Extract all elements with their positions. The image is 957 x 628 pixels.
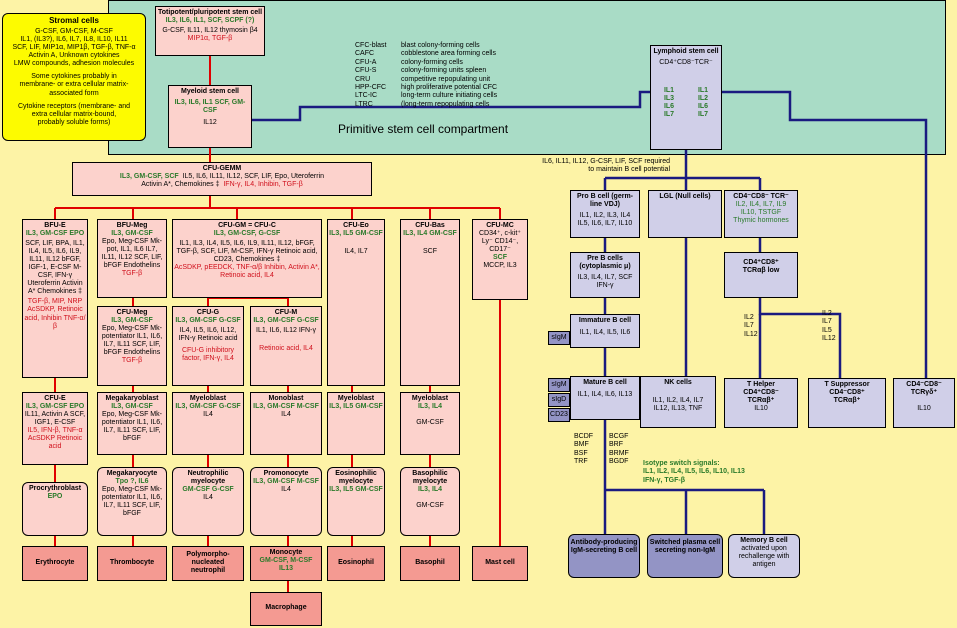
thymocyte-double-negative: CD4⁻CD8⁻ TCR⁻ IL2, IL4, IL7, IL9 IL10, T… [724, 190, 798, 238]
cfu-gemm: CFU-GEMM IL3, GM-CSF, SCF IL5, IL6, IL11… [72, 162, 372, 196]
immature-b-cell: Immature B cell IL1, IL4, IL5, IL6 [570, 314, 640, 348]
antibody-producing-b-cell: Antibody-producing IgM-secreting B cell [568, 534, 640, 578]
neutrophil: Polymorpho-nucleated neutrophil [172, 546, 244, 581]
cfu-g: CFU-G IL3, GM-CSF G-CSF IL4, IL5, IL6, I… [172, 306, 244, 386]
myeloid-stem-cell: Myeloid stem cell IL3, IL6, IL1 SCF, GM-… [168, 85, 252, 148]
tag-sigd: sIgD [548, 393, 570, 407]
bfu-meg: BFU-Meg IL3, GM-CSF Epo, Meg-CSF Mk-pot,… [97, 219, 167, 298]
t-helper-cell: T Helper CD4⁺CD8⁻ TCRαβ⁺ IL10 [724, 378, 798, 428]
eosinophil: Eosinophil [327, 546, 385, 581]
myeloblast-basophil: Myeloblast IL3, IL4 GM-CSF [400, 392, 460, 455]
thymocyte-double-positive: CD4⁺CD8⁺ TCRαβ low [724, 252, 798, 298]
neutrophilic-myelocyte: Neutrophilic myelocyte GM-CSF G-CSF IL4 [172, 467, 244, 536]
myeloid-lines [54, 56, 501, 592]
eosinophilic-myelocyte: Eosinophilic myelocyte IL3, IL5 GM-CSF [327, 467, 385, 536]
mature-b-cell: Mature B cell IL1, IL4, IL6, IL13 [570, 376, 640, 420]
megakaryoblast: Megakaryoblast IL3, GM-CSF Epo, Meg-CSF … [97, 392, 167, 455]
switched-plasma-cell: Switched plasma cell secreting non-IgM [647, 534, 723, 578]
pre-b-cell: Pre B cells (cytoplasmic μ) IL3, IL4, IL… [570, 252, 640, 298]
mast-cell: Mast cell [472, 546, 528, 581]
promonocyte: Promonocyte IL3, GM-CSF M-CSF IL4 [250, 467, 322, 536]
tag-cd23: CD23 [548, 408, 570, 422]
myeloblast-neutrophil: Myeloblast IL3, GM-CSF G-CSF IL4 [172, 392, 244, 455]
lymphoid-note: IL6, IL11, IL12, G-CSF, LIF, SCF require… [542, 158, 670, 174]
lgl-null-cells: LGL (Null cells) [648, 190, 722, 238]
cfu-mc: CFU-MC CD34⁺, c-kit⁺ Ly⁻ CD14⁻, CD17⁻ SC… [472, 219, 528, 300]
macrophage: Macrophage [250, 592, 322, 626]
megakaryocyte: Megakaryocyte Tpo ?, IL6 Epo, Meg-CSF Mk… [97, 467, 167, 536]
cfu-m: CFU-M IL3, GM-CSF G-CSF IL1, IL6, IL12 I… [250, 306, 322, 386]
lymphoid-lines [213, 90, 928, 534]
thrombocyte: Thrombocyte [97, 546, 167, 581]
basophilic-myelocyte: Basophilic myelocyte IL3, IL4 GM-CSF [400, 467, 460, 536]
stromal-cells-box: Stromal cells G-CSF, GM-CSF, M-CSF IL1, … [2, 13, 146, 141]
tag-sigm: sIgM [548, 378, 570, 392]
monocyte: Monocyte GM-CSF, M-CSF IL13 [250, 546, 322, 581]
cfu-e: CFU-E IL3, GM-CSF EPO IL11, Activin A SC… [22, 392, 88, 465]
stromal-title: Stromal cells [49, 16, 99, 25]
cfu-gm: CFU-GM = CFU-C IL3, GM-CSF, G-CSF IL1, I… [172, 219, 322, 298]
memory-b-cell: Memory B cell activated upon rechallenge… [728, 534, 800, 578]
erythrocyte: Erythrocyte [22, 546, 88, 581]
primitive-label: Primitive stem cell compartment [338, 122, 509, 136]
nk-cells: NK cells IL1, IL2, IL4, IL7 IL12, IL13, … [640, 376, 716, 428]
isotype-switch-signals: Isotype switch signals: IL1, IL2, IL4, I… [643, 460, 745, 484]
cfu-eo: CFU-Eo IL3, IL5 GM-CSF IL4, IL7 [327, 219, 385, 386]
proerythroblast: Procrythroblast EPO [22, 482, 88, 536]
pro-b-cell: Pro B cell (germ-line VDJ) IL1, IL2, IL3… [570, 190, 640, 238]
t-gamma-delta-cell: CD4⁻CD8⁻ TCRγδ⁺ IL10 [893, 378, 955, 428]
cfu-meg: CFU-Meg IL3, GM-CSF Epo, Meg-CSF Mk-pote… [97, 306, 167, 386]
pluripotent-stem-cell: Totipotent/pluripotent stem cell IL3, IL… [155, 6, 265, 56]
tag-sigm-immature: sIgM [548, 331, 570, 345]
monoblast: Monoblast IL3, GM-CSF M-CSF IL4 [250, 392, 322, 455]
myeloblast-eosinophil: Myeloblast IL3, IL5 GM-CSF [327, 392, 385, 455]
bfu-e: BFU-E IL3, GM-CSF EPO SCF, LIF, BPA, IL1… [22, 219, 88, 378]
basophil: Basophil [400, 546, 460, 581]
cfu-bas: CFU-Bas IL3, IL4 GM-CSF SCF [400, 219, 460, 386]
t-suppressor-cell: T Suppressor CD4⁻CD8⁺ TCRαβ⁺ [808, 378, 886, 428]
